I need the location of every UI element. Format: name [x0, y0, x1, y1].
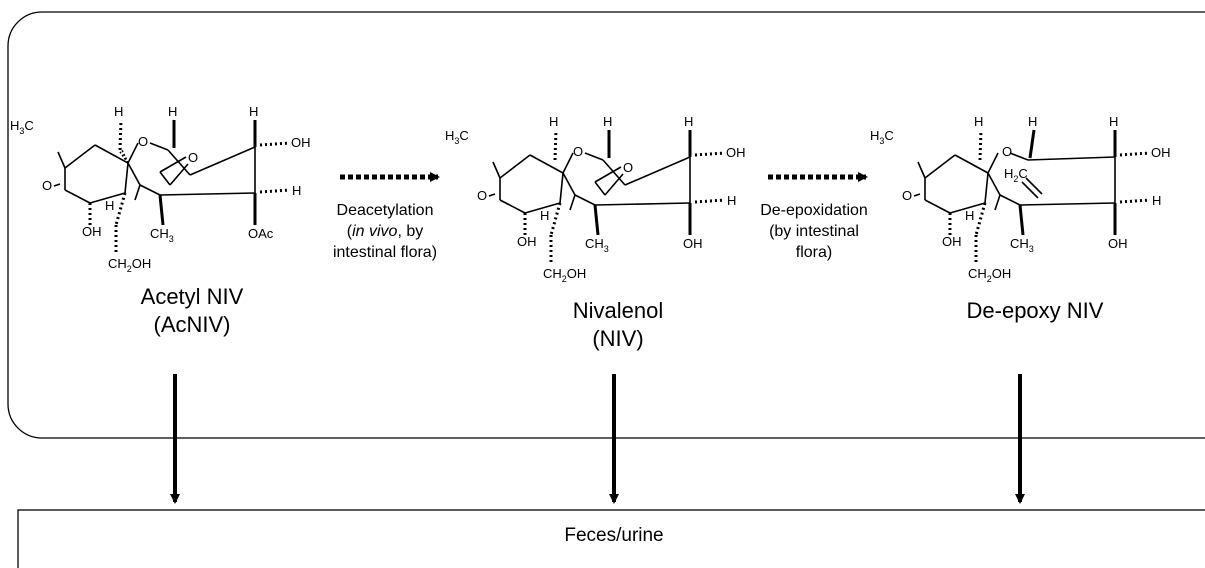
- compound-abbr-acetyl-niv: (AcNIV): [154, 312, 231, 337]
- svg-text:H2C: H2C: [1004, 166, 1028, 184]
- svg-text:OH: OH: [82, 224, 102, 239]
- process-label-deacetylation-line1: Deacetylation: [337, 202, 434, 219]
- svg-text:OH: OH: [517, 234, 537, 249]
- process-label-deacetylation-line2: (in vivo, by: [347, 223, 423, 240]
- svg-text:CH3: CH3: [585, 236, 609, 254]
- svg-text:O: O: [573, 144, 583, 159]
- svg-text:OH: OH: [683, 236, 703, 251]
- svg-text:H: H: [727, 193, 736, 208]
- svg-text:H3C: H3C: [445, 128, 469, 146]
- compound-name-nivalenol: Nivalenol: [573, 298, 664, 323]
- structure-nivalenol: [488, 129, 726, 265]
- svg-text:OH: OH: [291, 135, 311, 150]
- svg-text:CH2OH: CH2OH: [108, 256, 151, 274]
- compound-panel: [7, 11, 1205, 439]
- structure-de-epoxy-niv: [913, 129, 1151, 265]
- svg-text:H3C: H3C: [870, 128, 894, 146]
- compound-abbr-nivalenol: (NIV): [592, 326, 643, 351]
- output-label: Feces/urine: [564, 525, 663, 546]
- svg-text:H: H: [549, 114, 558, 129]
- svg-text:H: H: [540, 208, 549, 223]
- svg-text:CH2OH: CH2OH: [968, 266, 1011, 284]
- svg-text:H: H: [1028, 114, 1037, 129]
- svg-text:O: O: [1002, 144, 1012, 159]
- atom-labels-acetyl-niv: H3C H H H O O OH H O H OH CH3 CH2OH OAc: [10, 104, 311, 274]
- svg-text:CH3: CH3: [1010, 236, 1034, 254]
- compound-name-de-epoxy-niv: De-epoxy NIV: [967, 298, 1104, 323]
- svg-text:H: H: [603, 114, 612, 129]
- svg-text:OH: OH: [942, 234, 962, 249]
- svg-text:H: H: [684, 114, 693, 129]
- svg-text:H3C: H3C: [10, 118, 34, 136]
- svg-text:H: H: [114, 104, 123, 119]
- svg-text:H: H: [965, 208, 974, 223]
- svg-text:H: H: [292, 183, 301, 198]
- process-label-de-epoxidation-line2: (by intestinal: [769, 223, 859, 240]
- process-label-de-epoxidation-line1: De-epoxidation: [760, 202, 868, 219]
- svg-text:OH: OH: [726, 145, 746, 160]
- svg-text:O: O: [623, 160, 633, 175]
- svg-text:CH3: CH3: [150, 226, 174, 244]
- svg-text:H: H: [1152, 193, 1161, 208]
- svg-text:OH: OH: [1151, 145, 1171, 160]
- svg-text:OH: OH: [1108, 236, 1128, 251]
- svg-text:CH2OH: CH2OH: [543, 266, 586, 284]
- svg-text:H: H: [168, 104, 177, 119]
- structure-acetyl-niv: [53, 119, 291, 255]
- svg-text:O: O: [902, 188, 912, 203]
- svg-text:H: H: [1109, 114, 1118, 129]
- output-box: [17, 509, 1205, 568]
- process-label-de-epoxidation-line3: flora): [796, 244, 832, 261]
- svg-text:O: O: [42, 178, 52, 193]
- svg-text:H: H: [974, 114, 983, 129]
- svg-text:OAc: OAc: [248, 226, 274, 241]
- atom-labels-de-epoxy-niv: H3C H H H O H2C OH H O H OH CH3 CH2OH OH: [870, 114, 1171, 284]
- compound-name-acetyl-niv: Acetyl NIV: [141, 284, 244, 309]
- svg-text:H: H: [249, 104, 258, 119]
- atom-labels-nivalenol: H3C H H H O O OH H O H OH CH3 CH2OH OH: [445, 114, 746, 284]
- process-label-deacetylation-line3: intestinal flora): [333, 244, 437, 261]
- svg-text:O: O: [138, 134, 148, 149]
- svg-text:O: O: [188, 150, 198, 165]
- svg-text:H: H: [105, 198, 114, 213]
- svg-text:O: O: [477, 188, 487, 203]
